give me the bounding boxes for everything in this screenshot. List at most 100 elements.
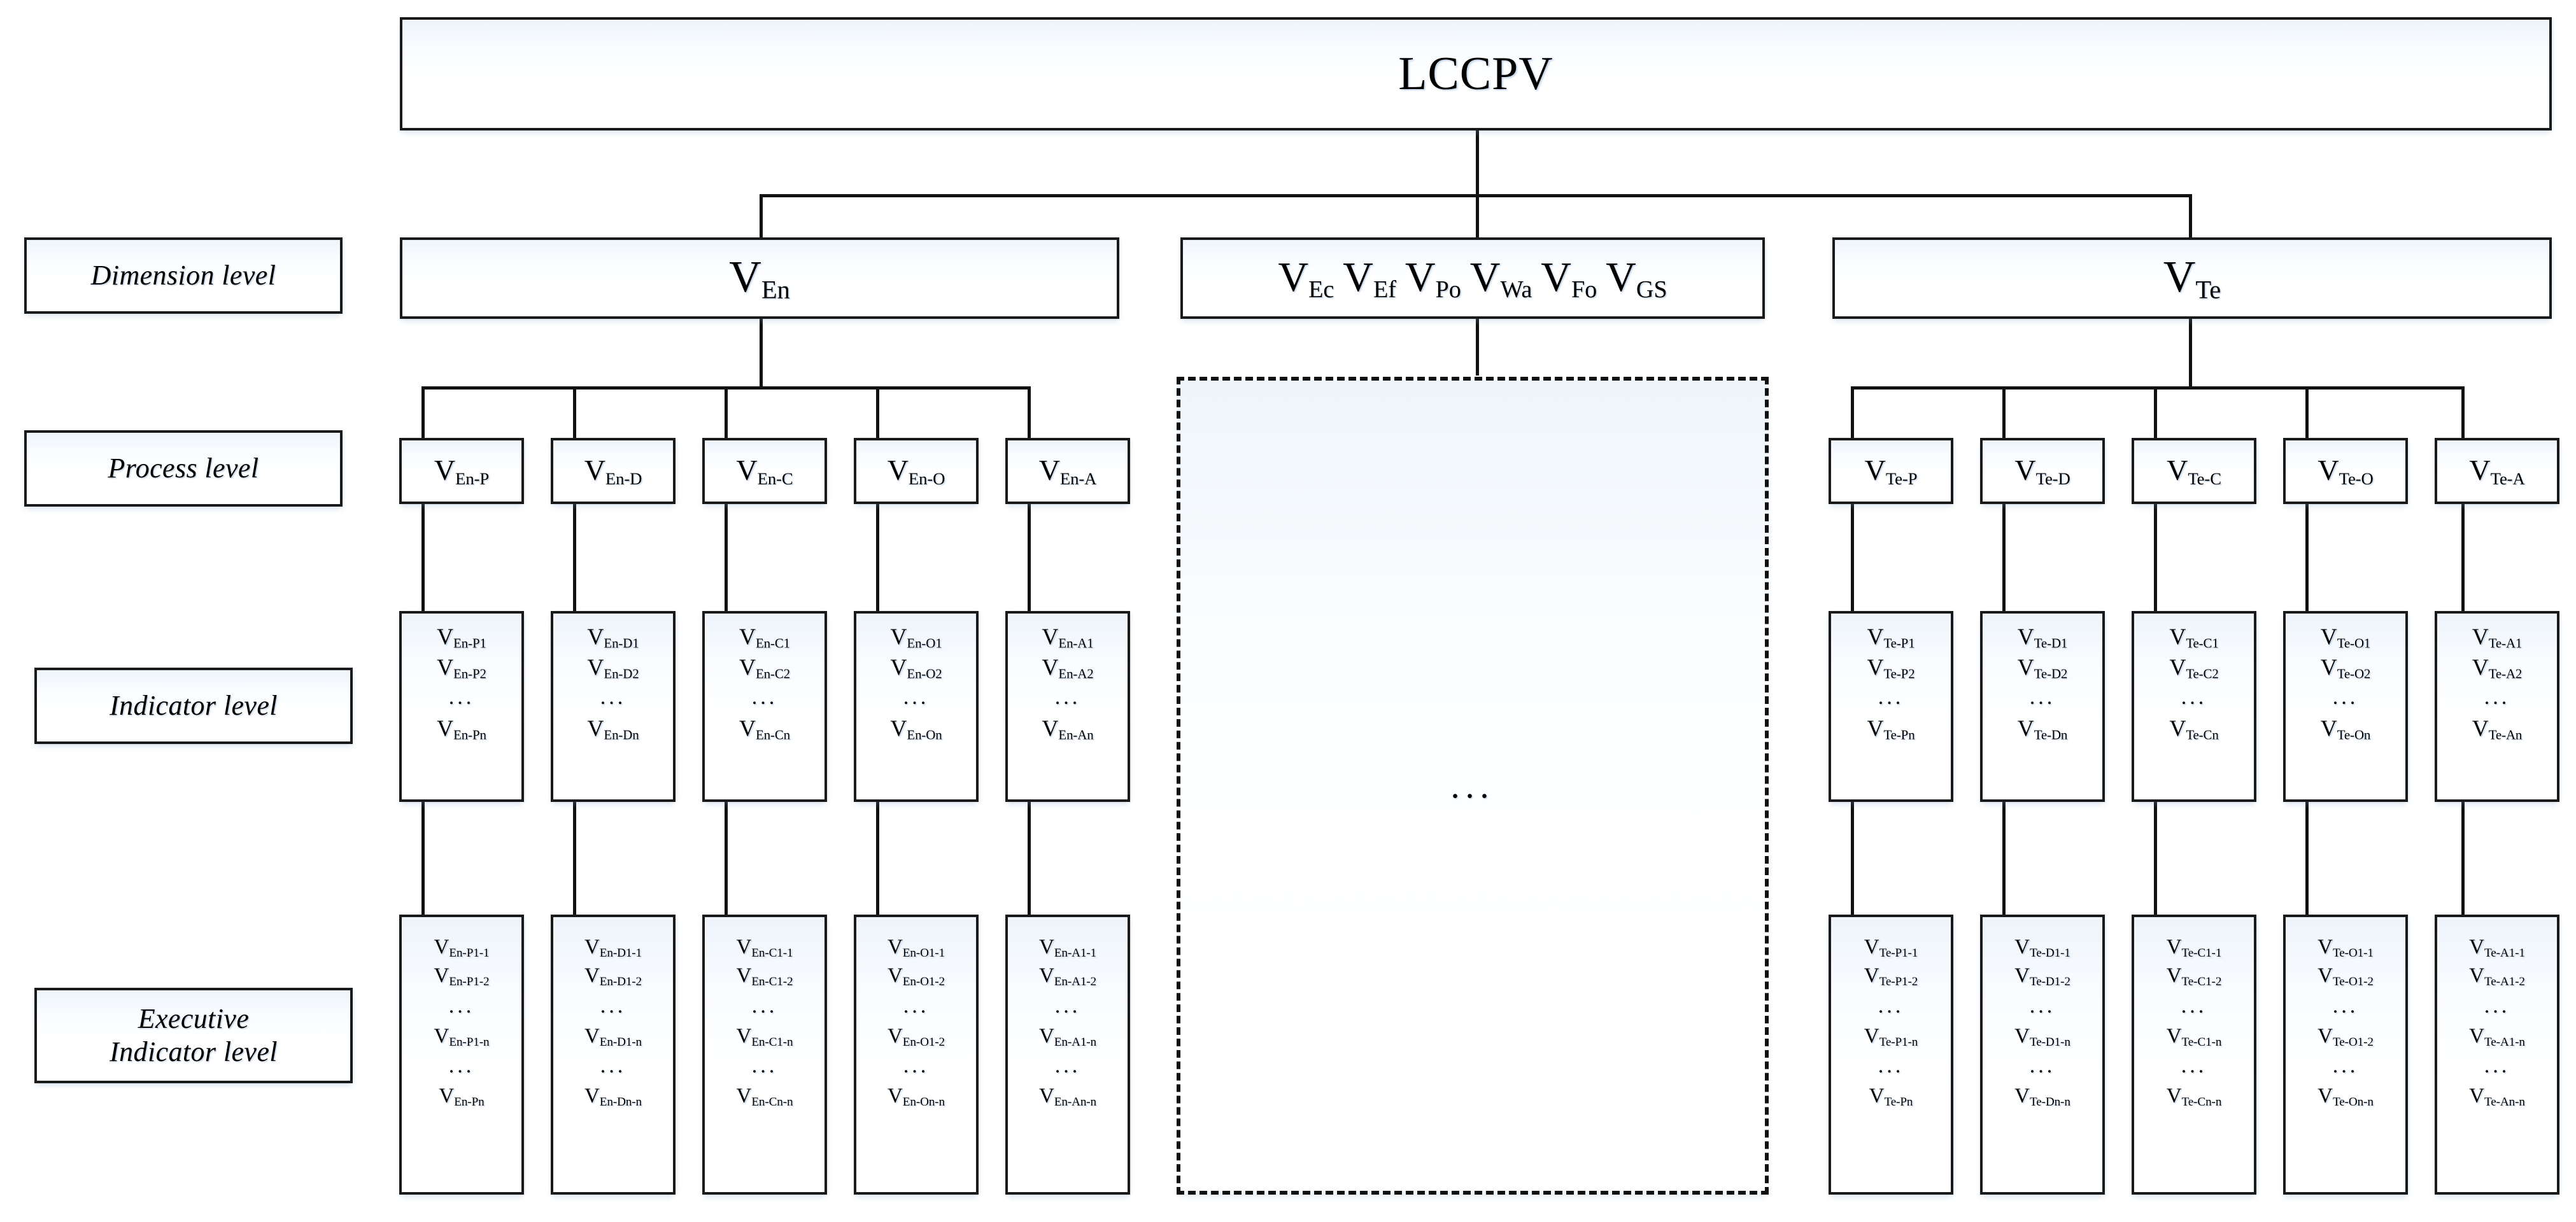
process-node-te-d[interactable]: VTe-D [1980,438,2105,504]
list-item: VEn-An [1042,714,1093,745]
connector-te-d-drop [2002,386,2006,439]
row-label-indicator-text: Indicator level [110,690,278,722]
list-item: VTe-O1-2 [2318,962,2374,991]
list-item: VTe-A1-2 [2469,962,2525,991]
v-term: VTe-O2 [2320,654,2371,682]
list-item: VEn-D1-n [584,1023,642,1051]
connector-te-o-exec [2305,801,2309,915]
connector-en-o-exec [876,801,879,915]
v-term: VTe-A1-2 [2469,964,2525,989]
process-node-te-c[interactable]: VTe-C [2132,438,2256,504]
v-term: VEn [729,252,790,304]
list-item: VTe-D1-n [2014,1023,2070,1051]
list-item: VTe-Cn-n [2167,1083,2222,1111]
ellipsis: ... [2181,685,2207,710]
connector-en-d-drop [573,386,576,439]
process-node-en-o-label: VEn-O [888,453,945,489]
list-item: VEn-C1-n [736,1023,793,1051]
list-item: VEn-Cn-n [736,1083,793,1111]
list-item: VTe-P1-2 [1864,962,1918,991]
v-term: VTe-Pn [1869,1084,1913,1109]
v-term: VEn-P1-2 [434,964,490,989]
list-item: VEn-Dn [587,714,639,745]
process-node-en-c-label: VEn-C [736,453,793,489]
v-term: VTe-A2 [2472,654,2523,682]
v-term: VEn-C1-2 [736,964,793,989]
list-item: VTe-Pn [1867,714,1914,745]
list-item: VTe-A1 [2472,622,2523,653]
process-node-en-p[interactable]: VEn-P [399,438,524,504]
process-node-te-c-label: VTe-C [2167,453,2221,489]
list-item: VTe-Pn [1869,1083,1913,1111]
v-term: VEn-O [887,454,945,488]
connector-en-a-exec [1028,801,1031,915]
process-node-te-a[interactable]: VTe-A [2435,438,2559,504]
list-item: VEn-Cn [739,714,790,745]
ellipsis: ... [2484,1054,2510,1078]
ellipsis: ... [2029,1054,2056,1078]
ellipsis: ... [751,685,778,710]
process-node-en-c[interactable]: VEn-C [702,438,827,504]
connector-te-c-drop [2154,386,2157,439]
list-item: VTe-C1-2 [2167,962,2222,991]
ellipsis: ... [2332,994,2359,1018]
connector-te-p-ind [1851,503,1854,612]
root-node-lccpv[interactable]: LCCPV [400,17,2552,130]
v-term: VEn-An-n [1038,1084,1097,1109]
v-term: VTe-C [2167,454,2221,488]
process-node-te-o[interactable]: VTe-O [2283,438,2408,504]
v-term: VEn-Cn-n [736,1084,793,1109]
list-item: VEn-P2 [437,653,486,684]
v-term: VWa [1469,253,1532,303]
process-node-en-o[interactable]: VEn-O [854,438,979,504]
v-term: VEn-A1 [1042,624,1094,651]
center-placeholder-ellipsis: ... [1450,766,1495,806]
list-item: VEn-D1-2 [584,962,642,991]
v-term: VTe-C1-1 [2166,936,2222,960]
ellipsis: ... [1054,685,1081,710]
dimension-node-vte-label: VTe [2163,252,2221,305]
list-item: VEn-D1-1 [584,934,642,962]
v-term: VTe-Pn [1867,715,1915,743]
center-placeholder-box: ... [1177,377,1769,1195]
v-term: VTe-An [2472,715,2523,743]
process-node-en-d[interactable]: VEn-D [551,438,676,504]
dimension-node-vte[interactable]: VTe [1832,237,2552,319]
process-node-te-p[interactable]: VTe-P [1829,438,1953,504]
dimension-node-ven[interactable]: VEn [400,237,1119,319]
v-term: VFo [1541,253,1597,303]
row-label-executive-indicator-level: Executive Indicator level [34,988,353,1083]
connector-en-a-ind [1028,503,1031,612]
process-node-en-a[interactable]: VEn-A [1005,438,1130,504]
connector-en-a-drop [1028,386,1031,439]
ellipsis: ... [600,685,626,710]
process-node-en-d-label: VEn-D [584,453,642,489]
list-item: VEn-C2 [739,653,790,684]
